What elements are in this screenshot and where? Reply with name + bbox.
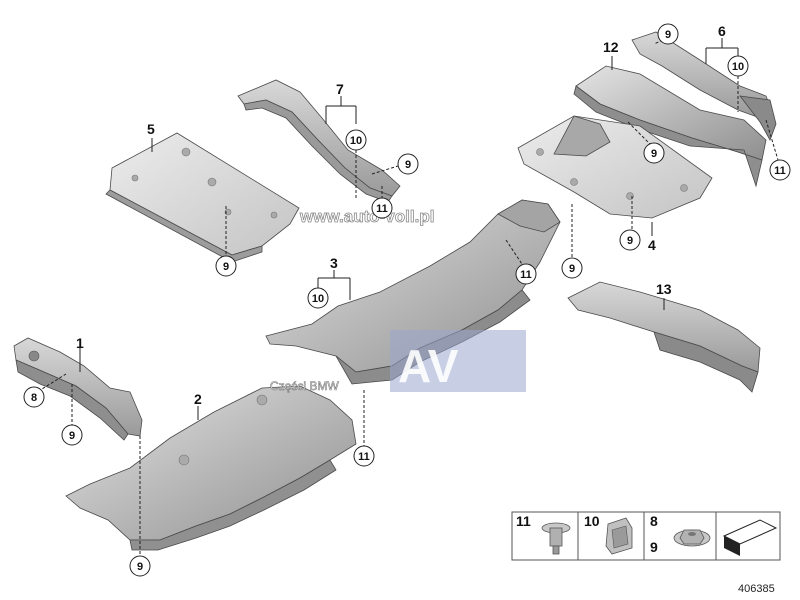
diagram-code: 406385 bbox=[738, 583, 775, 595]
svg-text:11: 11 bbox=[774, 165, 786, 177]
circle-9-f: 9 bbox=[619, 229, 641, 251]
svg-text:9: 9 bbox=[665, 29, 671, 41]
svg-text:10: 10 bbox=[312, 293, 324, 305]
circle-11-b: 11 bbox=[371, 197, 393, 219]
svg-text:9: 9 bbox=[69, 430, 75, 442]
part-1-heat-shield bbox=[13, 337, 143, 441]
watermark-logo: AV bbox=[398, 340, 459, 392]
svg-text:9: 9 bbox=[651, 148, 657, 160]
flange-nut-icon bbox=[673, 529, 711, 547]
legend-label-10: 10 bbox=[584, 513, 600, 529]
svg-text:11: 11 bbox=[520, 269, 532, 281]
part-12-heat-shield bbox=[573, 65, 767, 188]
arrow-icon bbox=[722, 519, 778, 556]
watermark: AV www.auto-voll.pl Części BMW bbox=[270, 207, 526, 393]
fastener-circles: 8 9 9 9 10 11 10 9 11 11 9 9 9 9 10 11 bbox=[23, 23, 791, 577]
callout-part-5: 5 bbox=[147, 121, 155, 137]
circle-10-b: 10 bbox=[345, 129, 367, 151]
circle-9-a: 9 bbox=[61, 424, 83, 446]
part-13-heat-shield bbox=[567, 281, 761, 393]
part-2-heat-shield bbox=[65, 385, 357, 551]
circle-10-c: 10 bbox=[727, 55, 749, 77]
watermark-logo-box bbox=[390, 330, 526, 392]
svg-text:9: 9 bbox=[137, 561, 143, 573]
circle-11-c: 11 bbox=[515, 263, 537, 285]
callout-part-13: 13 bbox=[656, 281, 672, 297]
legend-label-8: 8 bbox=[650, 513, 658, 529]
circle-9-h: 9 bbox=[657, 23, 679, 45]
watermark-site: www.auto-voll.pl bbox=[299, 207, 434, 226]
callout-numbers: 1 2 3 4 5 6 7 12 13 bbox=[76, 23, 726, 407]
clip-nut-11-icon bbox=[541, 522, 571, 555]
callout-part-6: 6 bbox=[718, 23, 726, 39]
circle-9-d: 9 bbox=[397, 153, 419, 175]
callout-part-2: 2 bbox=[194, 391, 202, 407]
callout-part-4: 4 bbox=[648, 237, 656, 253]
legend-label-9: 9 bbox=[650, 539, 658, 555]
circle-8: 8 bbox=[23, 386, 45, 408]
svg-text:9: 9 bbox=[569, 263, 575, 275]
fastener-legend: 11 10 8 9 bbox=[511, 511, 781, 561]
circle-9-g: 9 bbox=[643, 142, 665, 164]
svg-text:11: 11 bbox=[376, 203, 388, 215]
callout-part-1: 1 bbox=[76, 335, 84, 351]
circle-11-a: 11 bbox=[353, 445, 375, 467]
circle-10-a: 10 bbox=[307, 287, 329, 309]
svg-text:11: 11 bbox=[358, 451, 370, 463]
svg-text:8: 8 bbox=[31, 392, 37, 404]
svg-text:10: 10 bbox=[732, 61, 744, 73]
part-5-heat-shield bbox=[105, 132, 300, 263]
circle-9-c: 9 bbox=[215, 255, 237, 277]
svg-text:9: 9 bbox=[405, 159, 411, 171]
circle-11-d: 11 bbox=[769, 159, 791, 181]
part-4-heat-shield bbox=[517, 115, 713, 219]
svg-text:9: 9 bbox=[223, 261, 229, 273]
spring-nut-10-icon bbox=[605, 517, 633, 555]
watermark-shop: Części BMW bbox=[270, 379, 339, 393]
callout-part-12: 12 bbox=[603, 39, 619, 55]
leader-lines bbox=[33, 35, 779, 556]
svg-text:9: 9 bbox=[627, 235, 633, 247]
svg-text:10: 10 bbox=[350, 135, 362, 147]
legend-label-11: 11 bbox=[516, 513, 531, 529]
part-7-heat-shield bbox=[237, 79, 401, 203]
callout-part-3: 3 bbox=[330, 255, 338, 271]
circle-9-e: 9 bbox=[561, 257, 583, 279]
callout-part-7: 7 bbox=[336, 81, 344, 97]
circle-9-b: 9 bbox=[129, 555, 151, 577]
